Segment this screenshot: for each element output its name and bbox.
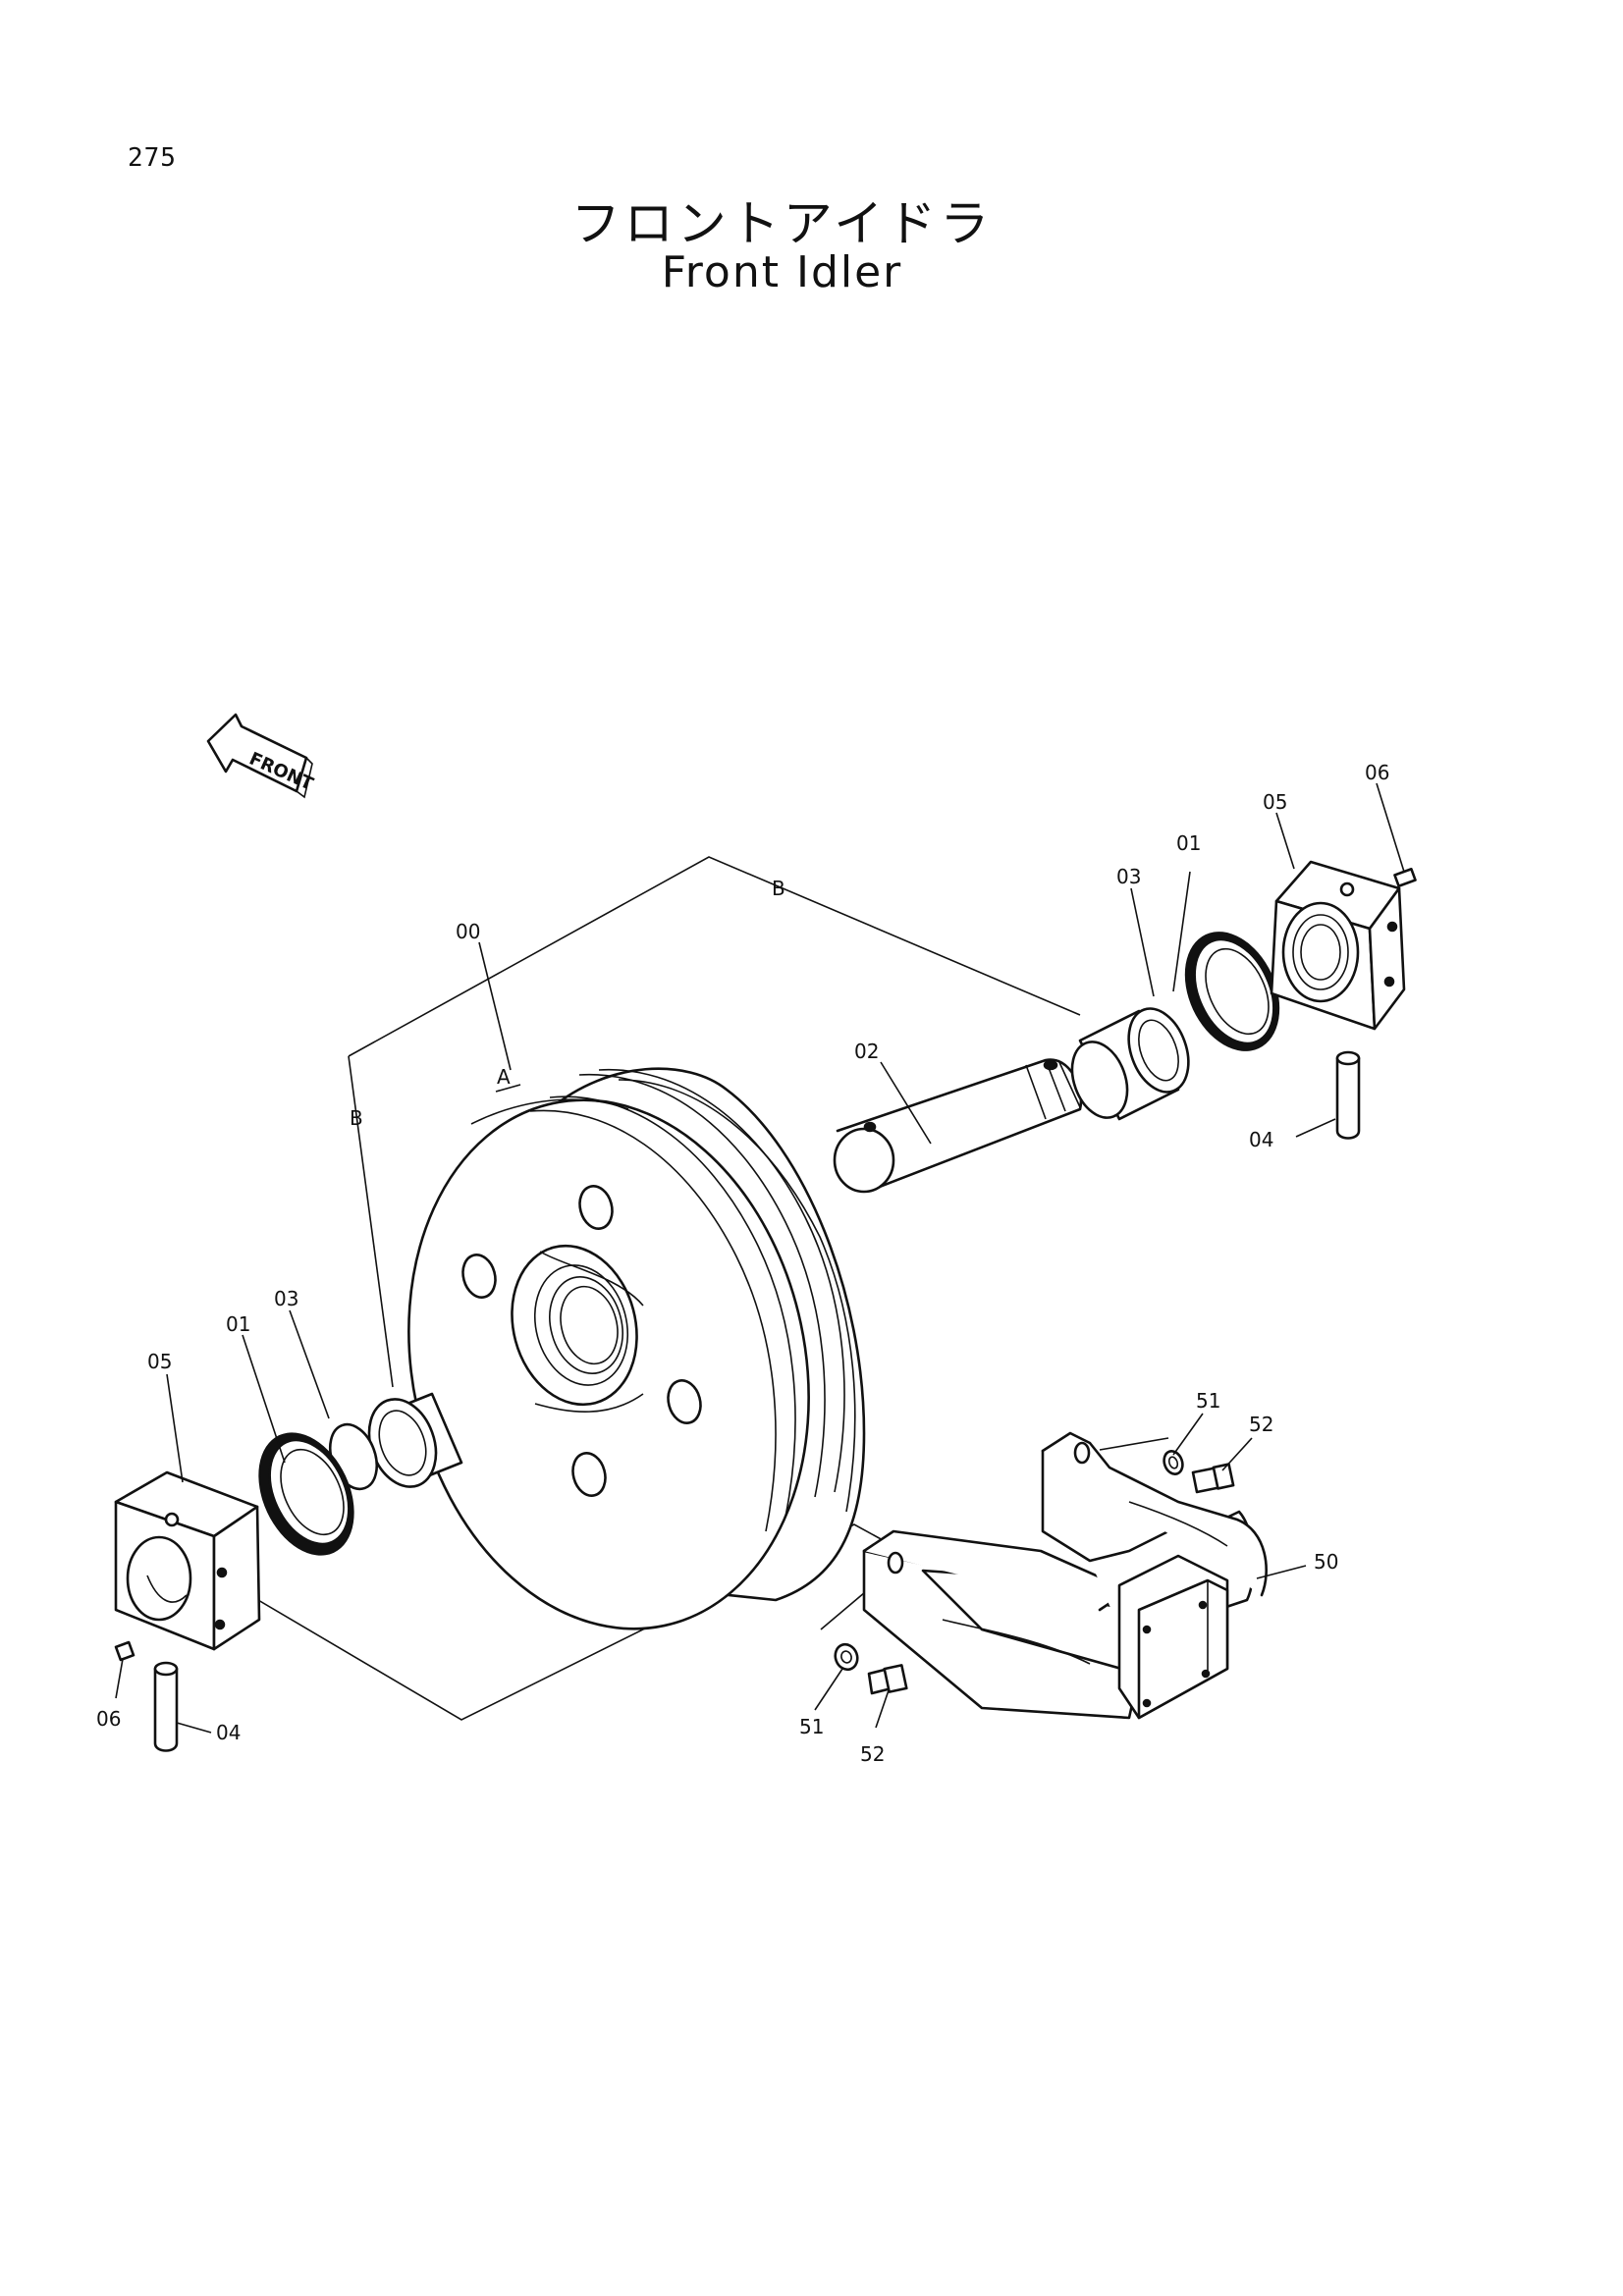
title-english: Front Idler <box>661 247 903 297</box>
callout-labels: 00 A B B 01 03 05 06 02 04 03 01 05 06 0… <box>96 761 1389 1766</box>
callout-a: A <box>497 1065 511 1089</box>
callout-02: 02 <box>854 1040 879 1063</box>
bolt-lower <box>867 1664 908 1695</box>
washer-upper <box>1163 1450 1184 1475</box>
leader-lines <box>115 782 1405 1734</box>
bearing-block-right <box>1270 860 1406 1031</box>
callout-52-upper: 52 <box>1249 1413 1273 1436</box>
callout-51-lower: 51 <box>799 1715 824 1738</box>
callout-03-right: 03 <box>1116 865 1141 888</box>
shaft <box>833 1058 1083 1194</box>
callout-b-left: B <box>350 1106 363 1130</box>
callout-01-left: 01 <box>226 1312 250 1336</box>
page-number: 275 <box>128 143 177 173</box>
callout-04-left: 04 <box>216 1721 241 1744</box>
callout-03-left: 03 <box>274 1287 298 1310</box>
washer-lower <box>834 1642 859 1672</box>
seal-right <box>1184 932 1280 1051</box>
callout-00: 00 <box>456 920 480 943</box>
callout-01-right: 01 <box>1176 831 1201 855</box>
plug-right <box>1393 867 1417 888</box>
idler-wheel <box>407 1067 866 1630</box>
bolt-upper <box>1191 1463 1235 1494</box>
bearing-block-left <box>114 1470 261 1651</box>
bushing-right <box>1070 1007 1190 1121</box>
callout-04-right: 04 <box>1249 1128 1273 1151</box>
front-arrow-icon: FRONT <box>206 713 317 799</box>
callout-06-left: 06 <box>96 1707 121 1731</box>
callout-05-right: 05 <box>1263 790 1287 814</box>
callout-06-right: 06 <box>1365 761 1389 784</box>
callout-51-upper: 51 <box>1196 1389 1220 1413</box>
yoke <box>862 1431 1268 1720</box>
callout-50: 50 <box>1314 1550 1338 1574</box>
plug-left <box>114 1640 135 1662</box>
pin-right <box>1335 1050 1361 1140</box>
seal-left <box>258 1432 354 1556</box>
bushing-left <box>328 1392 463 1491</box>
callout-05-left: 05 <box>147 1350 172 1373</box>
callout-52-lower: 52 <box>860 1742 885 1766</box>
title-japanese: フロントアイドラ <box>570 195 994 252</box>
pin-left <box>153 1661 179 1752</box>
callout-b-top: B <box>772 877 785 900</box>
